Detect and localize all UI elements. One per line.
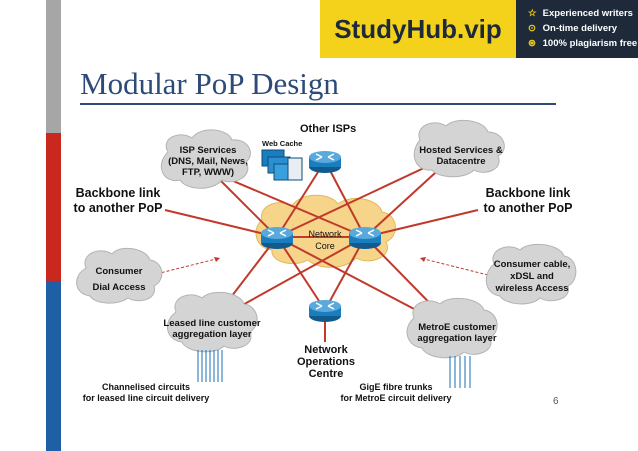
shield-icon: ⊛: [528, 38, 536, 49]
access-arrows: [151, 257, 489, 276]
core-router-left: [260, 226, 294, 250]
leased-line-circuits: [197, 350, 223, 382]
banner-item: ☆ Experienced writers: [528, 8, 633, 19]
hosted-services-label: Hosted Services &Datacentre: [419, 145, 503, 167]
banner-item: ⊙ On-time delivery: [528, 23, 618, 34]
sidebar-accent-red: [46, 133, 61, 281]
consumer-cable-cloud: [485, 243, 577, 305]
metroe-cloud: [406, 297, 498, 359]
core-router-right: [348, 226, 382, 250]
noc-router: [308, 299, 342, 323]
isp-services-label: ISP Services(DNS, Mail, News,FTP, WWW): [168, 145, 248, 178]
slide-title: Modular PoP Design: [80, 66, 339, 101]
promo-banner[interactable]: StudyHub.vip ☆ Experienced writers ⊙ On-…: [320, 0, 638, 58]
leased-line-cloud: [167, 291, 258, 353]
title-underline: [80, 103, 556, 105]
star-icon: ☆: [528, 8, 537, 19]
banner-item: ⊛ 100% plagiarism free: [528, 38, 638, 49]
banner-features: ☆ Experienced writers ⊙ On-time delivery…: [528, 6, 637, 51]
page-number: 6: [553, 396, 559, 407]
hosted-services-cloud: [413, 119, 505, 178]
web-cache-servers: [261, 149, 303, 181]
other-isps-router: [308, 150, 342, 174]
web-cache-label: Web Cache: [262, 139, 303, 148]
isp-services-cloud: [160, 129, 251, 189]
studyhub-logo[interactable]: StudyHub.vip: [320, 0, 516, 58]
sidebar-accent-blue: [46, 281, 61, 451]
other-isps-label: Other ISPs: [300, 123, 357, 135]
sidebar-accent-gray: [46, 0, 61, 133]
consumer-dialup-cloud: [76, 247, 163, 304]
clock-icon: ⊙: [528, 23, 536, 34]
gige-trunks: [449, 356, 471, 388]
